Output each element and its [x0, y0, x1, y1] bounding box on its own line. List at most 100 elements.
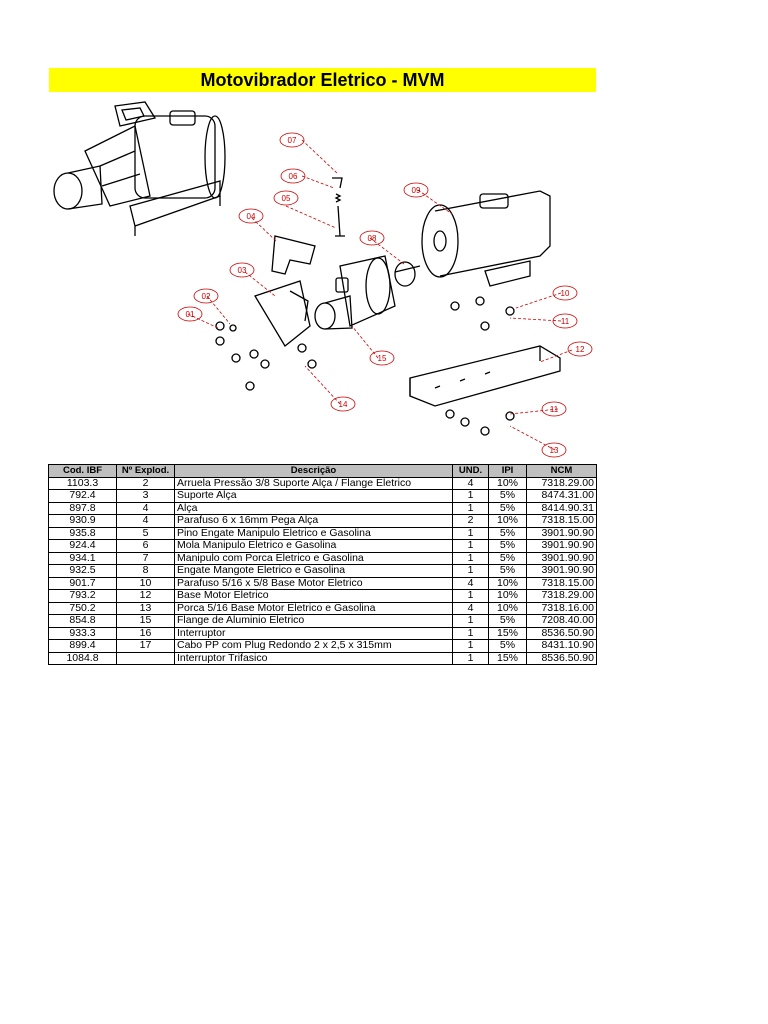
- cell-cod: 935.8: [48, 526, 117, 540]
- cell-explod: 17: [116, 639, 175, 653]
- cell-und: 1: [452, 614, 489, 628]
- callout-label: 12: [576, 345, 585, 354]
- cell-ipi: 5%: [488, 564, 527, 578]
- callout-label: 13: [550, 446, 559, 455]
- cell-descricao: Alça: [174, 501, 453, 515]
- cell-und: 4: [452, 601, 489, 615]
- cell-descricao: Parafuso 5/16 x 5/8 Base Motor Eletrico: [174, 576, 453, 590]
- cell-explod: 4: [116, 501, 175, 515]
- cell-ncm: 8536.50.90: [526, 651, 597, 665]
- cell-explod: 10: [116, 576, 175, 590]
- cell-cod: 1103.3: [48, 476, 117, 490]
- cell-ncm: 3901.90.90: [526, 526, 597, 540]
- cell-explod: 5: [116, 526, 175, 540]
- cell-descricao: Cabo PP com Plug Redondo 2 x 2,5 x 315mm: [174, 639, 453, 653]
- cell-ipi: 5%: [488, 489, 527, 503]
- cell-und: 1: [452, 526, 489, 540]
- parts-table: Cod. IBF Nº Explod. Descrição UND. IPI N…: [48, 464, 597, 665]
- cell-ipi: 5%: [488, 639, 527, 653]
- cell-cod: 854.8: [48, 614, 117, 628]
- callout-label: 08: [368, 234, 377, 243]
- cell-und: 1: [452, 639, 489, 653]
- callout-label: 09: [412, 186, 421, 195]
- column-header-und: UND.: [452, 464, 489, 478]
- callout-label: 14: [339, 400, 348, 409]
- cell-ncm: 7208.40.00: [526, 614, 597, 628]
- cell-explod: [116, 651, 175, 665]
- exploded-view-diagram: 07 06 05 04 03 02 01 08 09 10 11 12 11 1…: [53, 101, 593, 458]
- cell-ipi: 10%: [488, 601, 527, 615]
- callout-label: 01: [186, 310, 195, 319]
- cell-cod: 750.2: [48, 601, 117, 615]
- cell-ncm: 8414.90.31: [526, 501, 597, 515]
- cell-descricao: Arruela Pressão 3/8 Suporte Alça / Flang…: [174, 476, 453, 490]
- callout-label: 11: [561, 317, 570, 326]
- cell-und: 4: [452, 476, 489, 490]
- callout-label: 03: [238, 266, 247, 275]
- cell-ipi: 5%: [488, 526, 527, 540]
- callout-label: 07: [288, 136, 297, 145]
- cell-ncm: 8431.10.90: [526, 639, 597, 653]
- cell-explod: 4: [116, 514, 175, 528]
- cell-descricao: Base Motor Eletrico: [174, 589, 453, 603]
- cell-ipi: 15%: [488, 651, 527, 665]
- callout-label: 10: [561, 289, 570, 298]
- cell-cod: 793.2: [48, 589, 117, 603]
- cell-und: 1: [452, 651, 489, 665]
- callout-label: 15: [378, 354, 387, 363]
- cell-und: 1: [452, 551, 489, 565]
- cell-und: 1: [452, 564, 489, 578]
- cell-ncm: 7318.15.00: [526, 576, 597, 590]
- cell-descricao: Manipulo com Porca Eletrico e Gasolina: [174, 551, 453, 565]
- cell-explod: 12: [116, 589, 175, 603]
- callout-label: 11: [550, 405, 559, 414]
- cell-cod: 932.5: [48, 564, 117, 578]
- cell-ipi: 15%: [488, 626, 527, 640]
- cell-ncm: 7318.16.00: [526, 601, 597, 615]
- page-title: Motovibrador Eletrico - MVM: [200, 70, 445, 90]
- cell-und: 1: [452, 589, 489, 603]
- cell-ipi: 10%: [488, 476, 527, 490]
- exploded-parts-illustration: [215, 177, 561, 436]
- column-header-cod: Cod. IBF: [48, 464, 117, 478]
- cell-ncm: 7318.15.00: [526, 514, 597, 528]
- cell-cod: 901.7: [48, 576, 117, 590]
- cell-cod: 934.1: [48, 551, 117, 565]
- cell-ncm: 8536.50.90: [526, 626, 597, 640]
- cell-cod: 933.3: [48, 626, 117, 640]
- cell-explod: 15: [116, 614, 175, 628]
- cell-descricao: Engate Mangote Eletrico e Gasolina: [174, 564, 453, 578]
- column-header-ipi: IPI: [488, 464, 527, 478]
- cell-descricao: Pino Engate Manipulo Eletrico e Gasolina: [174, 526, 453, 540]
- cell-und: 1: [452, 626, 489, 640]
- cell-ipi: 10%: [488, 576, 527, 590]
- cell-explod: 13: [116, 601, 175, 615]
- cell-cod: 792.4: [48, 489, 117, 503]
- cell-descricao: Suporte Alça: [174, 489, 453, 503]
- cell-ipi: 5%: [488, 501, 527, 515]
- title-bar: Motovibrador Eletrico - MVM: [49, 68, 596, 92]
- callout-label: 05: [282, 194, 291, 203]
- cell-explod: 2: [116, 476, 175, 490]
- cell-explod: 3: [116, 489, 175, 503]
- cell-und: 1: [452, 501, 489, 515]
- cell-cod: 924.4: [48, 539, 117, 553]
- column-header-ncm: NCM: [526, 464, 597, 478]
- cell-ncm: 3901.90.90: [526, 539, 597, 553]
- cell-descricao: Mola Manipulo Eletrico e Gasolina: [174, 539, 453, 553]
- cell-cod: 930.9: [48, 514, 117, 528]
- cell-ncm: 7318.29.00: [526, 589, 597, 603]
